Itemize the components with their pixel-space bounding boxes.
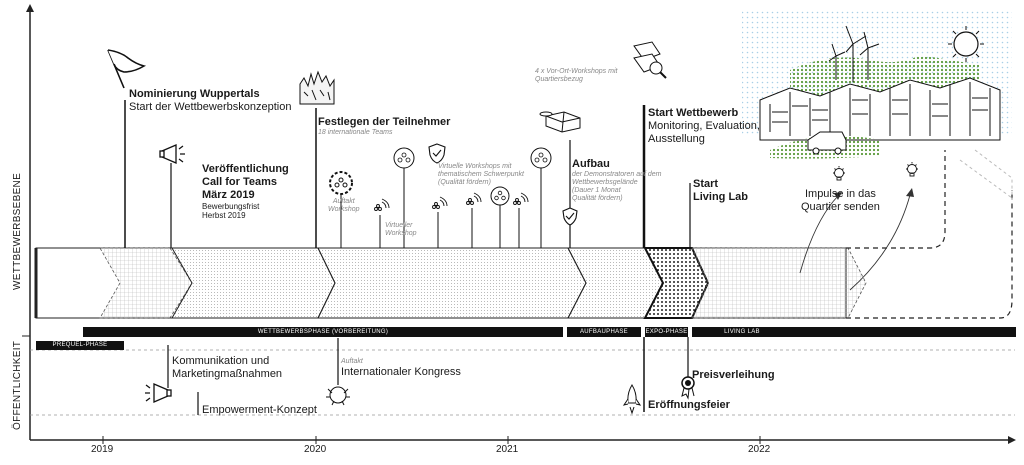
milestone-line: Living Lab [693,190,748,203]
milestone-line: März 2019 [202,188,255,201]
phase-label-living-lab: LIVING LAB [724,329,760,335]
milestone-subtitle: Start der Wettbewerbskonzeption [129,100,292,113]
public-line: Kommunikation und [172,355,270,367]
milestone-line: Quartiersbezug [535,76,583,84]
flag-icon [107,49,147,89]
milestone-note: Bewerbungsfrist [202,201,260,211]
milestone-aufbau: Aufbau der Demonstratoren auf dem Wettbe… [572,158,662,203]
megaphone-icon [159,144,185,164]
milestone-line: Call for Teams [202,175,277,188]
phase-band [34,149,1013,319]
milestone-line: Virtuelle Workshops mit [438,163,512,170]
team-circle-icon [490,186,510,206]
milestone-call-for-teams: Veröffentlichung Call for Teams März 201… [202,163,289,221]
lightbulb-icon [906,162,918,177]
axis-label-oeffentlichkeit: ÖFFENTLICHKEIT [12,340,23,430]
milestone-line: Virtueller [385,222,413,229]
milestone-note: Herbst 2019 [202,211,246,221]
wifi-team-icon [432,196,448,209]
milestone-virtueller-workshop: Virtueller Workshop [385,222,417,238]
public-kommunikation: Kommunikation und Marketingmaßnahmen [172,355,282,381]
axis-label-wettbewerbsebene: WETTBEWERBSEBENE [12,172,23,290]
shield-check-icon [428,143,446,164]
phase-label-aufbau: AUFBAUPHASE [580,329,628,335]
city-illustration [742,10,1012,159]
milestone-line: Qualität fördern) [572,195,623,203]
milestone-note: 18 internationale Teams [318,128,393,136]
milestone-stems [124,100,691,248]
milestone-line: Wettbewerbsgelände [572,179,638,187]
year-label: 2020 [304,444,327,455]
milestone-title: Festlegen der Teilnehmer [318,116,451,128]
milestone-line: Quartier senden [801,200,880,213]
milestone-line: Workshop [328,206,360,214]
milestone-title: Aufbau [572,158,610,170]
lightbulb-icon [833,166,845,181]
wifi-team-icon [466,192,482,205]
milestone-line: Ausstellung [648,132,705,145]
gear-team-icon [329,171,353,195]
team-circle-icon [393,147,415,169]
public-eroeffnungsfeier: Eröffnungsfeier [648,399,730,411]
milestone-line: Impulse in das [804,188,876,200]
milestone-title: Nominierung Wuppertals [129,88,260,100]
medal-icon [681,376,695,400]
phase-bar [36,327,1016,350]
vertical-axis [22,4,34,440]
impulse-arrow-1 [799,195,839,274]
milestone-vor-ort-workshops: 4 x Vor-Ort-Workshops mit Quartiersbezug [535,68,617,84]
milestone-living-lab: Start Living Lab [693,178,748,204]
impulse-arrow-2 [849,194,911,291]
milestone-nominierung: Nominierung Wuppertals Start der Wettbew… [129,88,291,114]
milestone-line: Workshop [385,230,417,238]
megaphone-icon [145,383,172,403]
map-search-icon [633,41,667,79]
public-title: Internationaler Kongress [341,366,461,379]
year-label: 2022 [748,444,771,455]
milestone-line: (Dauer 1 Monat [572,187,621,195]
year-label: 2021 [496,444,519,455]
milestone-impulse: Impulse in das Quartier senden [801,188,880,214]
milestone-virtuelle-workshops: Virtuelle Workshops mit thematischem Sch… [438,163,524,187]
year-label: 2019 [91,444,114,455]
milestone-auftakt-workshop: Auftakt Workshop [328,198,360,214]
wifi-team-icon [374,198,390,211]
public-stems [167,337,689,415]
public-empowerment: Empowerment-Konzept [202,404,317,416]
rocket-icon [622,384,642,415]
wifi-team-icon [513,192,529,205]
drone-icon [539,111,581,133]
milestone-line: Monitoring, Evaluation, [648,119,760,132]
milestone-line: Auftakt [332,198,355,205]
crowd-hands-icon [326,386,350,406]
milestone-teilnehmer: Festlegen der Teilnehmer 18 internationa… [318,116,450,137]
phase-label-expo: EXPO-PHASE [645,329,688,335]
milestone-line: Start [693,178,719,190]
public-kongress: Auftakt Internationaler Kongress [341,358,461,379]
shield-check-icon [562,207,578,226]
milestone-line: Veröffentlichung [202,163,289,175]
phase-label-prequel: PREQUEL-PHASE [52,342,108,348]
crowd-icon [299,70,335,105]
milestone-start-wettbewerb: Start Wettbewerb Monitoring, Evaluation,… [648,107,760,146]
milestone-line: thematischem Schwerpunkt [438,171,524,179]
phase-label-wettbewerb: WETTBEWERBSPHASE (VORBEREITUNG) [257,329,389,335]
public-line: Marketingmaßnahmen [172,367,283,380]
team-circle-icon [530,147,552,169]
public-preisverleihung: Preisverleihung [692,369,775,381]
milestone-line: (Qualität fördern) [438,179,491,187]
time-axis [30,436,1016,444]
milestone-title: Start Wettbewerb [648,107,739,119]
milestone-line: der Demonstratoren auf dem [572,170,662,178]
public-note: Auftakt [341,358,363,365]
milestone-line: 4 x Vor-Ort-Workshops mit [535,68,618,75]
